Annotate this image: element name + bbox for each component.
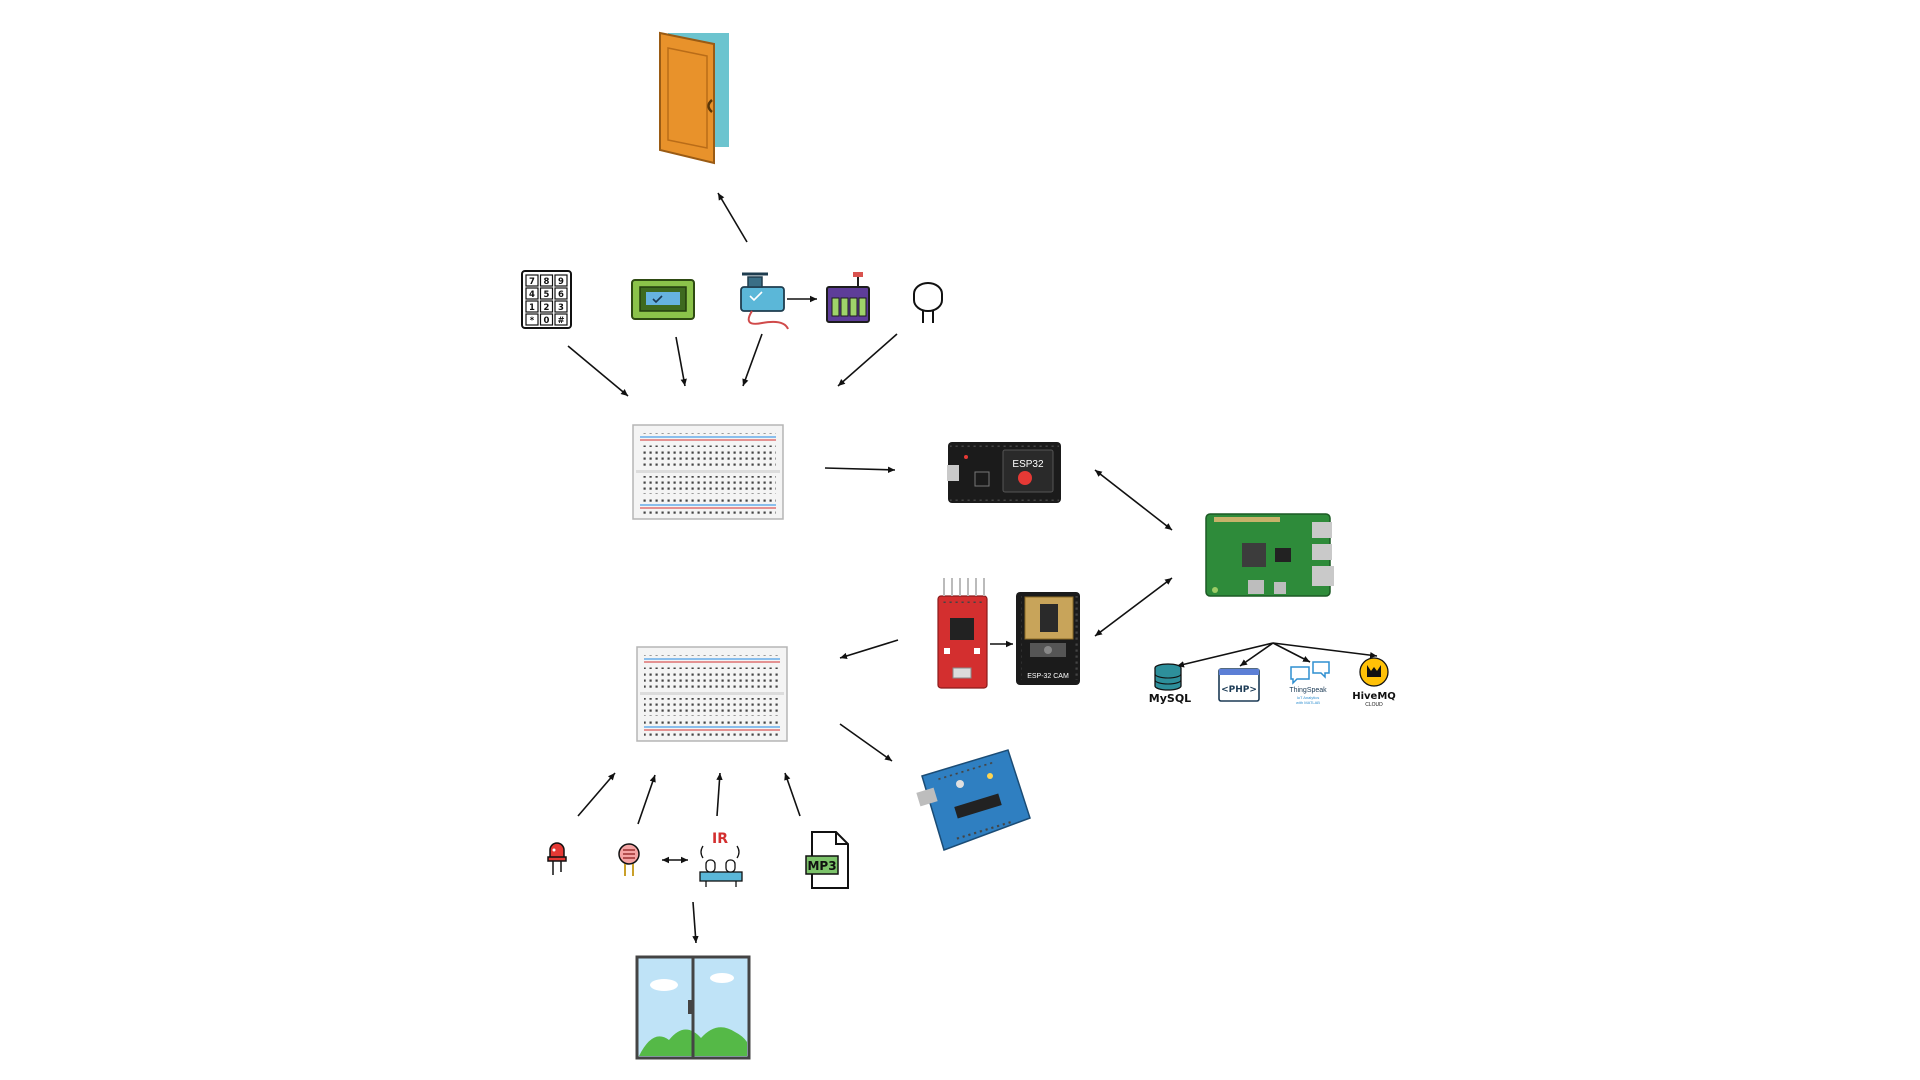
arrow-rpi-to-mysql <box>1176 642 1274 668</box>
relay-module-icon <box>826 272 870 323</box>
mp3-label: MP3 <box>807 859 836 873</box>
php-label: <PHP> <box>1221 685 1257 695</box>
thingspeak-sub1: IoT Analytics <box>1297 695 1320 700</box>
keypad-key <box>554 313 568 326</box>
hivemq-icon: HiveMQ CLOUD <box>1352 657 1396 708</box>
keypad-key-label: 5 <box>544 290 550 300</box>
keypad-key-label: 1 <box>529 303 535 313</box>
buzzer-icon <box>913 282 943 323</box>
arduino-uno-icon <box>916 749 1031 851</box>
keypad-key <box>539 313 554 326</box>
keypad-key <box>554 300 568 313</box>
keypad-key-label: 8 <box>544 277 550 287</box>
servo-motor-icon <box>740 272 789 330</box>
arrow-ir-to-breadboard2 <box>716 772 723 817</box>
arrow-rpi-to-hivemq <box>1272 642 1378 659</box>
arrow-ir-to-window <box>692 901 699 944</box>
keypad-key <box>554 274 568 287</box>
arrow-servo-to-door <box>717 192 748 243</box>
breadboard-icon <box>632 424 784 520</box>
led-icon <box>547 842 567 875</box>
raspberry-pi-icon <box>1205 513 1334 597</box>
esp32-cam-label: ESP-32 CAM <box>1027 673 1069 680</box>
keypad-key-label: 3 <box>558 303 564 313</box>
arrow-esp32-rpi <box>1094 469 1173 531</box>
thingspeak-sub2: with MATLAB <box>1296 700 1320 705</box>
mysql-icon: MySQL <box>1149 663 1191 705</box>
arrow-ldr-to-breadboard2 <box>637 774 656 825</box>
hivemq-label: HiveMQ <box>1352 691 1396 702</box>
arrow-breadboard2-to-arduino <box>839 723 893 762</box>
keypad-key <box>525 287 539 300</box>
keypad-key-label: 9 <box>558 277 564 287</box>
arrow-led-to-breadboard2 <box>577 772 616 817</box>
arrow-ftdi-to-breadboard2 <box>839 639 899 659</box>
esp32-board-icon: ESP32 <box>947 442 1061 503</box>
arrows <box>567 192 1378 944</box>
arrow-mp3-to-breadboard2 <box>784 772 801 817</box>
keypad-key-label: # <box>557 316 564 326</box>
keypad-key-label: 2 <box>544 303 550 313</box>
thingspeak-label: ThingSpeak <box>1289 687 1327 694</box>
arrow-buzzer-to-breadboard <box>837 333 898 387</box>
mysql-label: MySQL <box>1149 692 1191 705</box>
keypad-key <box>539 287 554 300</box>
arrow-breadboard-to-esp32 <box>824 466 896 473</box>
arrow-keypad-to-breadboard <box>567 345 629 397</box>
arrow-lcd-to-breadboard <box>675 336 687 387</box>
breadboard-icon <box>636 646 788 742</box>
keypad-key-label: 0 <box>544 316 550 326</box>
lcd-display-icon <box>631 279 695 320</box>
ftdi-adapter-icon <box>937 578 988 689</box>
keypad-key-label: 7 <box>529 277 535 287</box>
arrow-rpi-to-thingspeak <box>1272 642 1311 663</box>
ldr-sensor-icon <box>618 843 640 876</box>
php-icon: <PHP> <box>1218 668 1260 702</box>
ir-sensor-icon: IR <box>699 831 743 887</box>
arrow-rpi-to-php <box>1239 642 1274 667</box>
keypad-key-label: 6 <box>558 290 564 300</box>
thingspeak-icon: ThingSpeak IoT Analytics with MATLAB <box>1289 661 1330 705</box>
keypad-key <box>554 287 568 300</box>
keypad-key <box>525 313 539 326</box>
keypad-key <box>539 300 554 313</box>
esp32-cam-icon: ESP-32 CAM <box>1016 592 1080 685</box>
window-icon <box>635 955 751 1060</box>
keypad-key <box>525 300 539 313</box>
arrow-servo-to-breadboard <box>742 333 763 387</box>
door-icon <box>659 31 729 165</box>
keypad-key <box>539 274 554 287</box>
esp32-label: ESP32 <box>1012 459 1044 470</box>
hivemq-sub: CLOUD <box>1365 702 1383 708</box>
ir-label: IR <box>712 831 728 847</box>
arrow-esp32cam-rpi <box>1094 577 1173 637</box>
keypad-key-label: * <box>530 316 535 326</box>
keypad-key <box>525 274 539 287</box>
mp3-file-icon: MP3 <box>805 831 849 889</box>
keypad-key-label: 4 <box>529 290 535 300</box>
